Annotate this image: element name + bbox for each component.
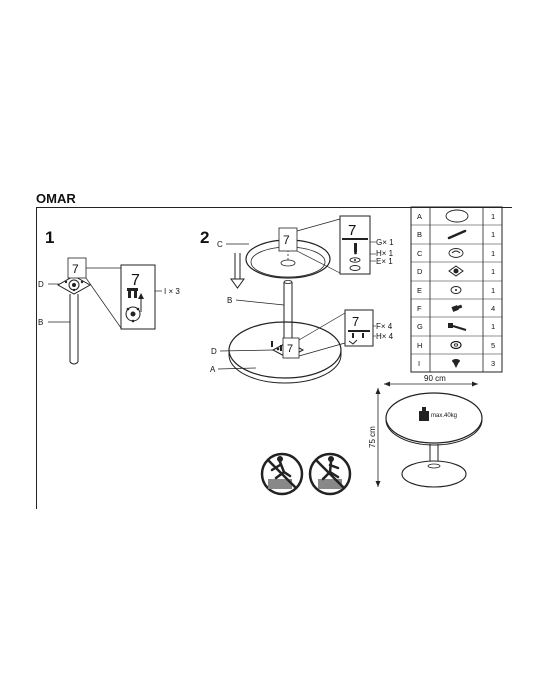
- step2-callout-bottom-h: H× 4: [376, 332, 394, 341]
- part-qty: 1: [491, 286, 495, 295]
- step2-key-box-bottom: 7: [282, 337, 300, 359]
- weight-icon: [419, 407, 429, 421]
- step2-label-a: A: [210, 365, 216, 374]
- step2-label-b: B: [227, 296, 232, 305]
- cap-icon: [450, 286, 462, 294]
- step2-key-box-top: 7: [278, 227, 298, 252]
- part-letter: F: [417, 304, 422, 313]
- step2-column: [283, 280, 293, 347]
- step2-callout-top-e: E× 1: [376, 257, 393, 266]
- instruction-frame: [36, 207, 512, 509]
- step1-label-d: D: [38, 280, 44, 289]
- part-qty: 1: [491, 212, 495, 221]
- part-letter: A: [417, 212, 422, 221]
- part-letter: E: [417, 286, 422, 295]
- step2-label-c: C: [217, 240, 223, 249]
- step2-tabletop: [228, 321, 342, 384]
- part-letter: G: [417, 322, 423, 331]
- part-letter: D: [417, 267, 423, 276]
- step1-mounting-plate: [56, 275, 92, 295]
- step2-callout-top-g: G× 1: [376, 238, 394, 247]
- part-letter: H: [417, 341, 422, 350]
- no-standing-on-table-icon: [260, 452, 304, 496]
- no-sitting-on-table-icon: [308, 452, 352, 496]
- screw-icon: [452, 359, 460, 368]
- part-qty: 5: [491, 341, 495, 350]
- step1-qty: I × 3: [164, 287, 180, 296]
- part-qty: 1: [491, 249, 495, 258]
- part-qty: 3: [491, 359, 495, 368]
- step2-callout-top: 7: [339, 215, 371, 275]
- step1-callout: 7: [120, 264, 156, 330]
- dimension-view: 90 cm 75 cm max.40kg: [368, 374, 483, 488]
- step2-callout-bottom-digit: 7: [352, 314, 359, 329]
- column-icon: [447, 229, 467, 240]
- tabletop-icon: [445, 209, 469, 223]
- step2-key-digit-top: 7: [283, 233, 290, 247]
- part-qty: 1: [491, 267, 495, 276]
- part-letter: I: [418, 359, 420, 368]
- step2-label-d: D: [211, 347, 217, 356]
- washer-icon: [450, 340, 462, 350]
- part-qty: 4: [491, 304, 495, 313]
- step1-callout-digit: 7: [131, 272, 140, 289]
- step1-key-digit: 7: [72, 262, 79, 276]
- step2-callout-top-h: H× 1: [376, 249, 394, 258]
- part-letter: B: [417, 230, 422, 239]
- step-2: 2: [200, 215, 394, 384]
- parts-table: A B C D E F G H I: [410, 206, 503, 373]
- step2-callout-bottom-f: F× 4: [376, 322, 393, 331]
- dimension-width: 90 cm: [424, 374, 446, 383]
- step1-label-b: B: [38, 318, 43, 327]
- step-1: 1 D B 7: [38, 228, 180, 365]
- step2-callout-top-digit: 7: [348, 222, 356, 239]
- step1-key-box: 7: [67, 257, 87, 279]
- max-load-label: max.40kg: [431, 413, 457, 419]
- step2-key-digit-bottom: 7: [287, 343, 293, 355]
- screw-icon: [127, 288, 138, 298]
- diagram-title: OMAR: [36, 191, 76, 206]
- part-letter: C: [417, 249, 423, 258]
- mounting-plate-icon: [448, 265, 464, 277]
- step1-column: [69, 294, 79, 365]
- long-bolt-icon: [448, 323, 467, 331]
- part-qty: 1: [491, 230, 495, 239]
- down-arrow-icon: [230, 253, 245, 289]
- step2-callout-bottom: 7: [344, 309, 374, 347]
- short-bolt-icon: [451, 304, 463, 312]
- step-2-number: 2: [200, 228, 209, 247]
- dimension-height: 75 cm: [368, 426, 377, 448]
- base-plate-icon: [448, 248, 464, 258]
- part-qty: 1: [491, 322, 495, 331]
- step-1-number: 1: [45, 228, 54, 247]
